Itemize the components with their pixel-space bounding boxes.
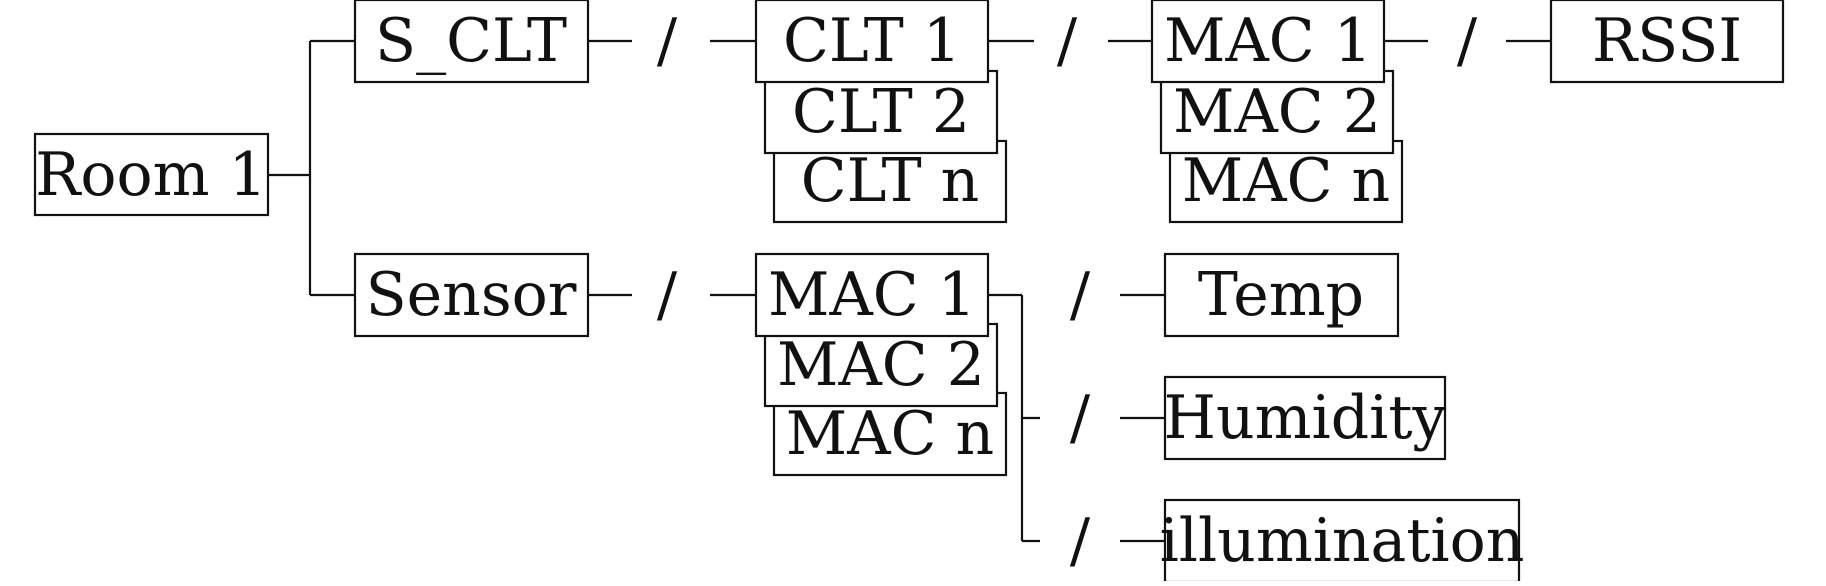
clt-stack-item: CLT 1 [783, 6, 961, 76]
separator-slash: / [1070, 506, 1091, 576]
mac-stack-item: MAC 2 [777, 330, 985, 400]
s-clt-to-clt-connector: / [588, 6, 756, 76]
sensor-mac-stack: MAC n MAC 2 MAC 1 [754, 252, 1008, 477]
mac-to-rssi-connector: / [1384, 6, 1551, 76]
separator-slash: / [1070, 383, 1091, 453]
separator-slash: / [1070, 260, 1091, 330]
clt-stack: CLT n CLT 2 CLT 1 [754, 0, 1008, 224]
clt-stack-item: CLT 2 [792, 77, 970, 147]
temp-label: Temp [1198, 260, 1364, 330]
rssi-node: RSSI [1549, 0, 1785, 84]
s-clt-label: S_CLT [375, 6, 567, 76]
separator-slash: / [657, 260, 678, 330]
temp-node: Temp [1163, 252, 1400, 338]
mac-stack-item: MAC n [786, 399, 994, 469]
mac-stack-item: MAC n [1182, 146, 1390, 216]
root-connectors [268, 39, 355, 297]
rssi-label: RSSI [1592, 6, 1742, 76]
readings-connectors: / / / [988, 260, 1165, 576]
sensor-label: Sensor [366, 260, 577, 330]
mac-stack-item: MAC 2 [1173, 77, 1381, 147]
mac-stack-item: MAC 1 [768, 260, 976, 330]
s-clt-node: S_CLT [353, 0, 590, 84]
humidity-label: Humidity [1164, 383, 1447, 453]
separator-slash: / [1457, 6, 1478, 76]
s-clt-mac-stack: MAC n MAC 2 MAC 1 [1150, 0, 1404, 224]
sensor-node: Sensor [353, 252, 590, 338]
illumination-node: illumination [1160, 498, 1525, 584]
illumination-label: illumination [1160, 506, 1525, 576]
clt-stack-item: CLT n [801, 146, 980, 216]
separator-slash: / [1057, 6, 1078, 76]
root-node: Room 1 [33, 132, 270, 217]
sensor-to-mac-connector: / [588, 260, 756, 330]
clt-to-mac-connector: / [988, 6, 1152, 76]
separator-slash: / [657, 6, 678, 76]
mac-stack-item: MAC 1 [1164, 6, 1372, 76]
humidity-node: Humidity [1164, 375, 1447, 461]
root-label: Room 1 [35, 140, 267, 210]
